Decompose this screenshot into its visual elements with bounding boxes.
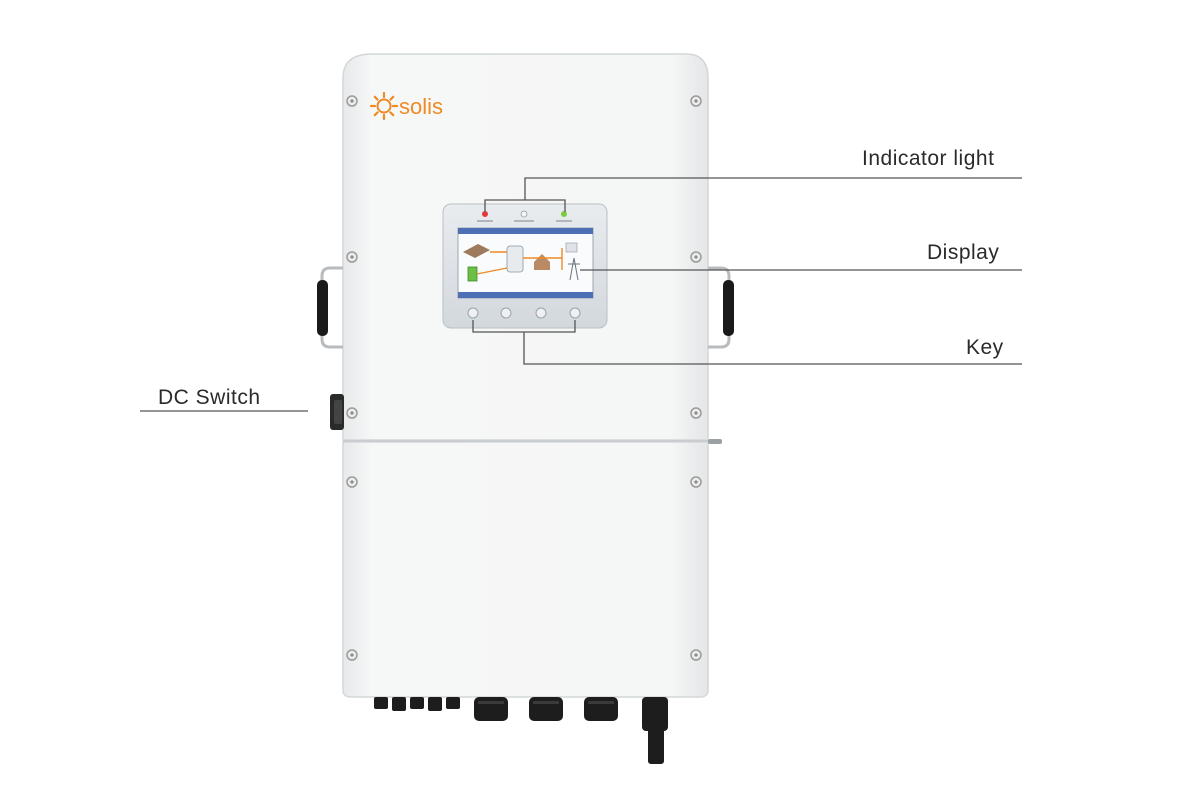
solis-logo: solis	[369, 91, 443, 121]
indicator-lights	[477, 210, 572, 222]
display-label: Display	[927, 241, 1000, 264]
callout-lines	[140, 177, 1022, 412]
indicator-leader-main	[524, 177, 1022, 200]
pv-panel-icon	[463, 244, 490, 258]
grid-plug-cable	[648, 728, 664, 764]
bottom-connectors	[374, 697, 668, 764]
indicator-light-label: Indicator light	[862, 147, 995, 170]
key-button	[535, 307, 547, 319]
battery-icon	[467, 266, 478, 282]
brand-name: solis	[399, 94, 443, 119]
connector	[410, 697, 424, 709]
power-led	[482, 211, 488, 217]
key-button	[500, 307, 512, 319]
cable-gland	[529, 697, 563, 721]
dc-switch-label: DC Switch	[158, 386, 261, 409]
key-leader-main	[523, 332, 1022, 365]
keys	[467, 307, 581, 319]
connector	[446, 697, 460, 709]
meter-icon	[565, 242, 578, 253]
grid-plug	[642, 697, 668, 731]
dc-switch	[330, 394, 344, 430]
key-button	[569, 307, 581, 319]
grid-icon	[568, 257, 580, 281]
left-handle	[317, 266, 343, 349]
operation-led	[520, 210, 528, 218]
inverter-lower-body	[342, 441, 709, 698]
key-button	[467, 307, 479, 319]
inverter-icon	[506, 245, 524, 273]
lcd-screen	[457, 227, 594, 299]
connector	[392, 697, 406, 711]
alarm-led	[561, 211, 567, 217]
connector	[374, 697, 388, 709]
display-panel	[442, 203, 608, 329]
right-handle	[708, 266, 734, 349]
connector	[428, 697, 442, 711]
cable-gland	[474, 697, 508, 721]
sun-icon	[369, 91, 399, 121]
seam-latch	[708, 439, 722, 444]
key-label: Key	[966, 336, 1004, 359]
cable-gland	[584, 697, 618, 721]
